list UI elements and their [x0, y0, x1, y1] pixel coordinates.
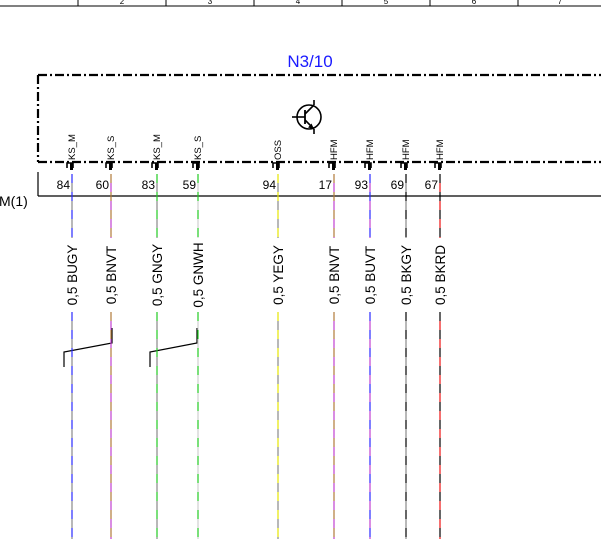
pin-number: 83	[142, 178, 156, 192]
shield-bracket-2	[149, 328, 198, 367]
pin-83: KS_M 83 0,5 GNGY	[142, 134, 165, 539]
pin-contact	[276, 163, 279, 170]
pins-layer: KS_M 84 0,5 BUGY KS_S 60 0,5 BNVT KS_M 83 0,5 GN…	[57, 134, 448, 539]
pin-number: 93	[355, 178, 369, 192]
pin-label: OSS	[273, 140, 284, 160]
wire-label: 0,5 BKGY	[399, 245, 414, 305]
pin-67: HFM 67 0,5 BKRD	[425, 139, 448, 539]
pin-contact	[368, 163, 371, 170]
pin-94: OSS 94 0,5 YEGY	[263, 140, 286, 539]
pin-59: KS_S 59 0,5 GNWH	[183, 136, 206, 539]
header-number: 2	[120, 0, 125, 6]
wire-label: 0,5 BKRD	[433, 245, 448, 305]
pin-contact	[70, 163, 73, 170]
pin-69: HFM 69 0,5 BKGY	[391, 139, 414, 539]
header-number: 3	[208, 0, 213, 6]
wire-label: 0,5 BUVT	[363, 246, 378, 305]
pin-number: 94	[263, 178, 277, 192]
pin-contact	[196, 163, 199, 170]
pin-contact	[332, 163, 335, 170]
connector-label: M(1)	[0, 193, 28, 209]
pin-contact	[109, 163, 112, 170]
header-number: 6	[472, 0, 477, 6]
pin-label: KS_S	[106, 136, 117, 160]
wire-label: 0,5 BNVT	[327, 246, 342, 305]
frame-header: 2 3 4 5 6 7	[0, 0, 601, 7]
header-number: 7	[558, 0, 563, 6]
wire-label: 0,5 BNVT	[104, 246, 119, 305]
component-title: N3/10	[287, 52, 332, 71]
pin-label: HFM	[329, 139, 340, 160]
connector-block	[37, 172, 601, 197]
pin-label: KS_M	[67, 134, 78, 160]
pin-93: HFM 93 0,5 BUVT	[355, 139, 378, 539]
header-number: 5	[384, 0, 389, 6]
wire-label: 0,5 YEGY	[271, 245, 286, 305]
pin-contact	[404, 163, 407, 170]
pin-label: HFM	[401, 139, 412, 160]
pin-label: HFM	[435, 139, 446, 160]
pin-contact	[438, 163, 441, 170]
pin-label: KS_S	[193, 136, 204, 160]
pin-number: 17	[319, 178, 333, 192]
header-number: 4	[296, 0, 301, 6]
component-boundary	[36, 73, 601, 164]
pin-84: KS_M 84 0,5 BUGY	[57, 134, 80, 539]
pin-number: 84	[57, 178, 71, 192]
pin-label: KS_M	[152, 134, 163, 160]
transistor-icon	[292, 100, 322, 134]
pin-60: KS_S 60 0,5 BNVT	[96, 136, 119, 539]
pin-17: HFM 17 0,5 BNVT	[319, 139, 342, 539]
wire-label: 0,5 BUGY	[65, 245, 80, 306]
pin-contact	[155, 163, 158, 170]
pin-number: 69	[391, 178, 405, 192]
wire-label: 0,5 GNGY	[150, 244, 165, 306]
wire-label: 0,5 GNWH	[191, 242, 206, 307]
pin-label: HFM	[365, 139, 376, 160]
pin-number: 67	[425, 178, 439, 192]
pin-number: 59	[183, 178, 197, 192]
shield-bracket-1	[63, 328, 113, 367]
pin-number: 60	[96, 178, 110, 192]
